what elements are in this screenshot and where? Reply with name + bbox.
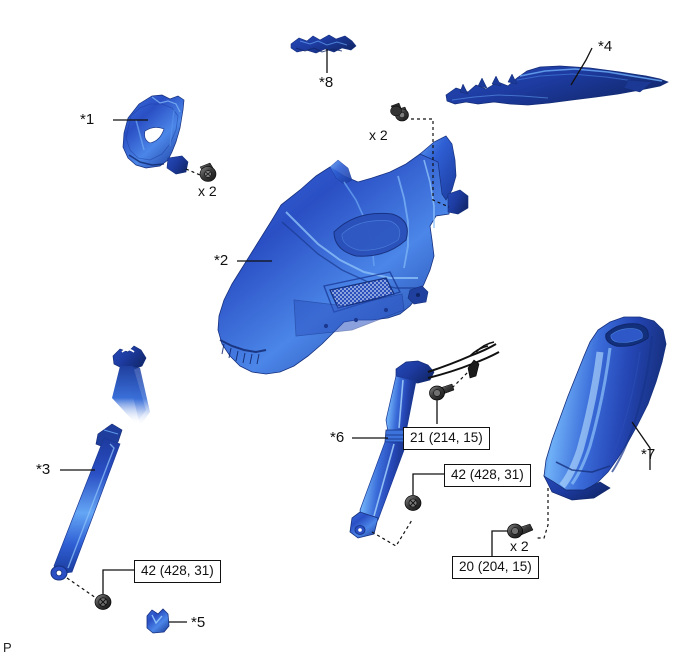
torque-box-21nm: 21 (214, 15) xyxy=(403,427,490,450)
bolt-6-torque-bolt xyxy=(491,523,534,556)
corner-mark: P xyxy=(3,640,12,655)
part-1-front-pillar-garnish xyxy=(113,94,201,176)
qty-label-part-1: x 2 xyxy=(198,183,217,199)
part-2-quarter-trim-panel xyxy=(217,118,469,375)
part-6-center-pillar-seat-belt-retractor xyxy=(349,341,500,547)
ref-label-1: *1 xyxy=(80,111,95,128)
ref-label-6: *6 xyxy=(330,429,345,446)
bolt-3-torque-bolt xyxy=(94,569,136,610)
bolt-4-torque-bolt xyxy=(429,383,455,424)
ref-label-3: *3 xyxy=(36,461,51,478)
ref-label-4: *4 xyxy=(598,38,613,55)
bolt-2-screw-pair xyxy=(390,102,409,122)
bolt-5-torque-bolt xyxy=(404,473,445,511)
part-7-center-pillar-garnish xyxy=(536,316,667,539)
part-4-roof-side-rail-garnish xyxy=(445,47,669,106)
part-5-seat-belt-anchor-cover xyxy=(146,608,187,634)
torque-box-20nm: 20 (204, 15) xyxy=(452,556,539,579)
qty-label-part-7: x 2 xyxy=(510,538,529,554)
ref-label-2: *2 xyxy=(214,252,229,269)
torque-box-42nm-part-3: 42 (428, 31) xyxy=(134,560,221,583)
bolt-1-screw xyxy=(199,162,217,182)
qty-label-part-2: x 2 xyxy=(369,127,388,143)
ref-label-7: *7 xyxy=(641,446,656,463)
part-8-small-bracket-clip xyxy=(290,34,357,73)
ref-label-8: *8 xyxy=(319,74,334,91)
part-3-rear-seat-belt-assembly xyxy=(50,345,150,599)
torque-box-42nm-part-6: 42 (428, 31) xyxy=(444,464,531,487)
ref-label-5: *5 xyxy=(191,614,206,631)
